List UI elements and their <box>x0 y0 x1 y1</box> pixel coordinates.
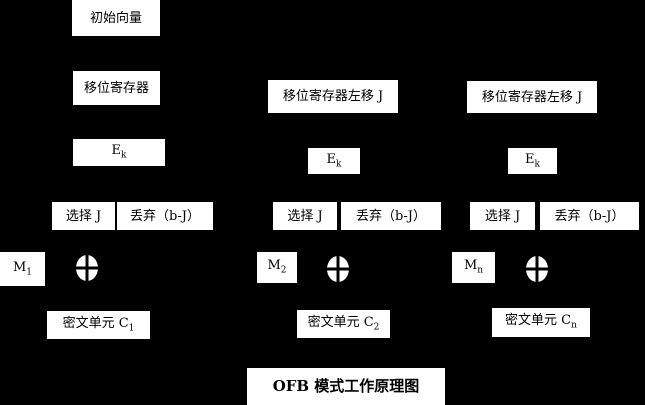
ciphertext-cn-box: 密文单元 Cn <box>492 308 590 337</box>
encrypt-ek-box-3: Ek <box>508 148 557 174</box>
plaintext-m2-label: M2 <box>267 258 287 276</box>
encrypt-ek-label-3: Ek <box>525 151 540 170</box>
encrypt-ek-box-2: Ek <box>308 148 360 174</box>
select-j-box-3: 选择 J <box>470 202 535 230</box>
xor-icon-1 <box>76 255 98 281</box>
diagram-title-label: OFB 模式工作原理图 <box>272 377 420 395</box>
discard-box-2: 丢弃（b-J） <box>341 202 441 230</box>
discard-label-3: 丢弃（b-J） <box>554 208 625 224</box>
select-j-box-2: 选择 J <box>273 202 337 230</box>
diagram-title: OFB 模式工作原理图 <box>247 368 445 405</box>
encrypt-ek-label-1: Ek <box>111 143 127 161</box>
xor-icon-3 <box>526 256 548 282</box>
plaintext-m1-box: M1 <box>0 252 45 286</box>
encrypt-ek-box-1: Ek <box>73 139 165 166</box>
ciphertext-c1-box: 密文单元 C1 <box>47 311 150 339</box>
plaintext-mn-label: Mn <box>463 258 484 276</box>
shift-register-label-3: 移位寄存器左移 J <box>481 89 583 105</box>
shift-register-box-3: 移位寄存器左移 J <box>467 81 597 113</box>
select-j-box-1: 选择 J <box>52 202 115 230</box>
plaintext-m2-box: M2 <box>257 252 297 283</box>
ciphertext-c1-label: 密文单元 C1 <box>62 315 135 334</box>
discard-label-2: 丢弃（b-J） <box>356 208 426 224</box>
shift-register-box-1: 移位寄存器 <box>73 71 160 105</box>
initial-vector-label: 初始向量 <box>89 10 142 26</box>
shift-register-label-2: 移位寄存器左移 J <box>282 89 384 104</box>
select-j-label-2: 选择 J <box>287 208 323 224</box>
select-j-label-3: 选择 J <box>484 208 521 224</box>
discard-label-1: 丢弃（b-J） <box>130 208 200 224</box>
discard-box-3: 丢弃（b-J） <box>540 202 639 230</box>
plaintext-mn-box: Mn <box>452 252 495 283</box>
plaintext-m1-label: M1 <box>12 259 33 278</box>
select-j-label-1: 选择 J <box>65 208 102 224</box>
encrypt-ek-label-2: Ek <box>326 151 342 170</box>
discard-box-1: 丢弃（b-J） <box>117 202 213 230</box>
initial-vector-box: 初始向量 <box>72 0 160 36</box>
ciphertext-c2-label: 密文单元 C2 <box>307 314 380 333</box>
shift-register-label-1: 移位寄存器 <box>83 80 149 96</box>
ciphertext-cn-label: 密文单元 Cn <box>505 313 577 331</box>
ciphertext-c2-box: 密文单元 C2 <box>297 310 390 338</box>
shift-register-box-2: 移位寄存器左移 J <box>268 80 398 113</box>
xor-icon-2 <box>327 256 349 282</box>
